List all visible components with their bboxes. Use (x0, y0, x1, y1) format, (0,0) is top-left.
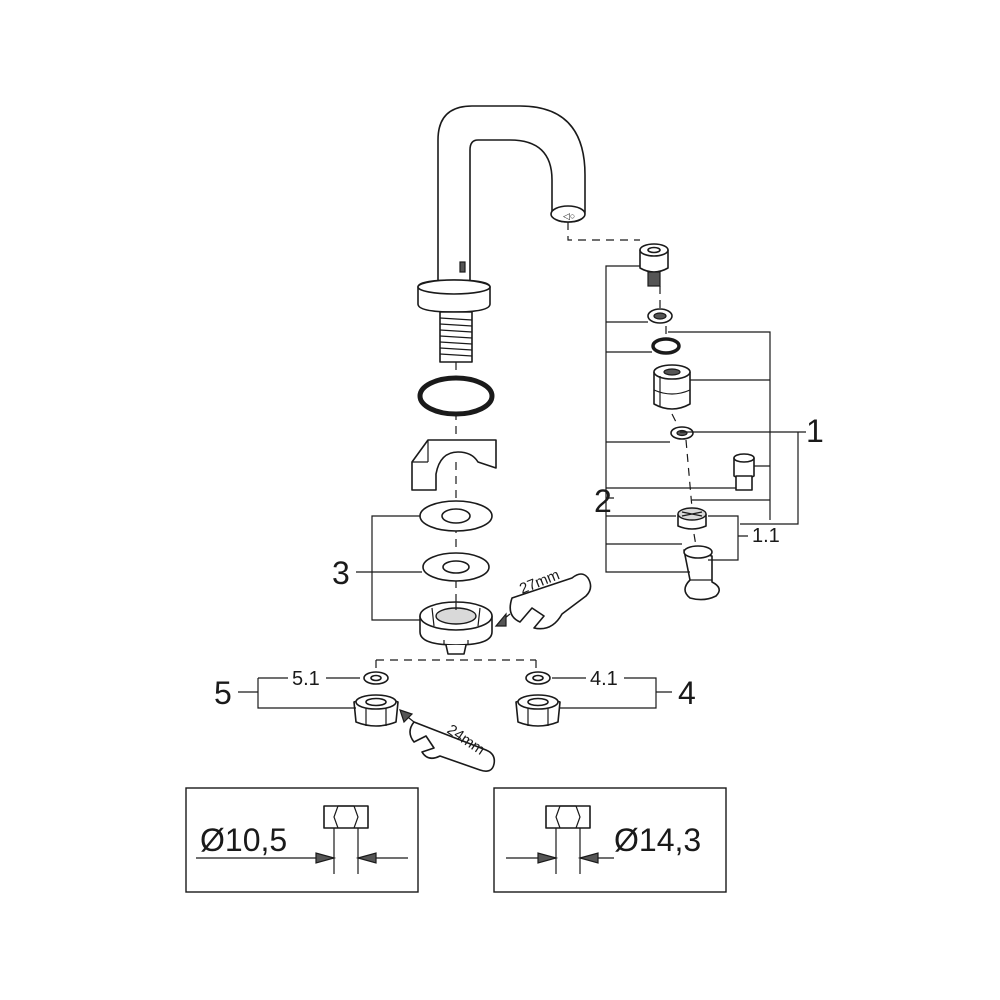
label-3: 3 (332, 555, 350, 591)
hex-nut-symbol-left (323, 805, 369, 874)
label-4-1: 4.1 (590, 668, 618, 690)
group-3-bracket: 3 (332, 515, 422, 621)
label-5-1: 5.1 (292, 668, 320, 690)
right-compression-nut (515, 694, 561, 727)
threaded-shank (439, 311, 473, 363)
dim-arrows-right (537, 852, 599, 864)
dim-arrows-left (315, 852, 377, 864)
dimension-box-right: Ø14,3 (493, 787, 727, 893)
group-4-bracket: 4 4.1 (552, 668, 696, 711)
aerator-insert (670, 426, 694, 440)
connector-split-line (375, 659, 537, 672)
aerator-axis (659, 286, 697, 547)
left-compression-nut (353, 694, 399, 727)
hex-nut-symbol-right (545, 805, 591, 874)
spout-flange (417, 279, 491, 313)
horseshoe-clamp (411, 439, 497, 491)
dimension-right-value: Ø14,3 (614, 822, 701, 858)
aerator-tool (683, 545, 720, 601)
group-1-1-bracket: 1.1 (708, 515, 780, 561)
dimension-left-value: Ø10,5 (200, 822, 287, 858)
group-2-bracket: 2 (594, 265, 736, 573)
aerator-o-ring (651, 337, 681, 355)
flat-washer-lower (422, 552, 490, 582)
aerator-gasket (647, 308, 673, 324)
wrench-24mm: 24mm (399, 709, 496, 772)
left-small-washer (363, 671, 389, 685)
label-1-1: 1.1 (752, 525, 780, 547)
aerator-screen (677, 507, 707, 530)
label-2: 2 (594, 483, 612, 519)
dimension-box-left: Ø10,5 (185, 787, 419, 893)
mounting-nut (419, 601, 493, 655)
group-1-bracket: 1 (668, 331, 824, 525)
aerator-body (653, 364, 691, 410)
group-5-bracket: 5 5.1 (214, 668, 360, 711)
label-5: 5 (214, 675, 232, 711)
spout: ◁○ (437, 105, 586, 291)
aerator-link-line (567, 222, 640, 241)
wrench-27mm: 27mm (494, 566, 592, 630)
label-4: 4 (678, 675, 696, 711)
aerator-key-small (733, 453, 755, 491)
flat-washer-upper (419, 500, 493, 532)
label-1: 1 (806, 413, 824, 449)
o-ring (417, 375, 495, 417)
aerator-housing (639, 243, 669, 287)
right-small-washer (525, 671, 551, 685)
svg-text:◁○: ◁○ (563, 211, 575, 221)
